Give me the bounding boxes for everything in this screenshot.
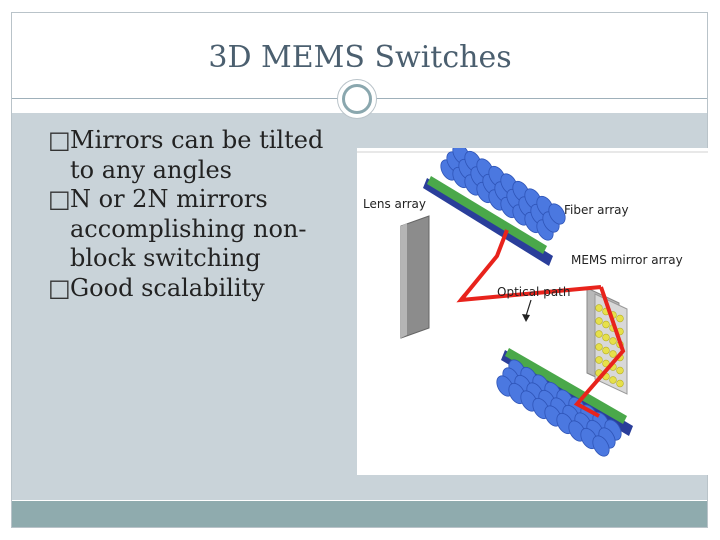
top-fiber-lens-array — [423, 148, 566, 266]
label-fiber-array: Fiber array — [564, 203, 629, 217]
mems-mirror-dot — [595, 304, 603, 312]
mems-mirror-dot — [602, 359, 610, 368]
fiber-strand — [548, 203, 566, 225]
mems-mirror-dot — [616, 366, 624, 375]
bottom-lens-layer — [505, 348, 627, 424]
mems-diagram-svg: Lens array Fiber array MEMS mirror array… — [357, 148, 708, 457]
footer-bar — [12, 501, 707, 527]
bullet-item-2: □ N or 2N mirrors accomplishing non- blo… — [48, 185, 348, 274]
mems-switch-figure: Lens array Fiber array MEMS mirror array… — [357, 148, 708, 475]
bullet-line: block switching — [70, 244, 261, 272]
bullet-item-3: □ Good scalability — [48, 274, 348, 304]
mems-mirror-dot — [616, 379, 624, 388]
optical-path-arrow-icon — [522, 314, 530, 322]
mems-mirror-dot — [616, 314, 624, 323]
bullet-list: □ Mirrors can be tilted to any angles □ … — [48, 126, 348, 303]
bullet-marker-icon: □ — [48, 273, 71, 302]
fiber-strand — [592, 435, 610, 457]
mems-mirror-dot — [609, 350, 617, 358]
divider-circle-ornament — [337, 79, 377, 119]
bullet-line: accomplishing non- — [70, 214, 307, 243]
bullet-marker-icon: □ — [48, 185, 71, 213]
mems-mirror-dot — [602, 346, 610, 355]
optical-path — [456, 229, 626, 418]
mems-mirror-dot — [595, 330, 603, 338]
mems-mirror-dot — [609, 376, 617, 384]
mems-mirror-dot — [595, 356, 603, 364]
bullet-item-1: □ Mirrors can be tilted to any angles — [48, 126, 348, 185]
bullet-line: N or 2N mirrors — [70, 185, 268, 213]
mems-mirror-dot — [595, 343, 603, 351]
mems-mirror-dot — [602, 320, 610, 329]
label-lens-array: Lens array — [363, 197, 426, 211]
mirror-plate-left-edge — [401, 223, 407, 338]
label-optical-path: Optical path — [497, 285, 570, 299]
top-lens-layer — [427, 176, 547, 254]
mems-mirror-dot — [609, 337, 617, 345]
slide-title: 3D MEMS Switches — [208, 40, 512, 75]
bullet-marker-icon: □ — [48, 126, 71, 154]
top-fiber-bundle — [440, 148, 566, 241]
bullet-line: to any angles — [70, 155, 232, 184]
bottom-fiber-bundle — [496, 359, 622, 457]
bottom-fiber-lens-array — [496, 348, 633, 457]
mems-mirror-dot — [602, 333, 610, 342]
circle-ornament-inner — [342, 84, 372, 114]
label-mems-mirror-array: MEMS mirror array — [571, 253, 683, 267]
optical-path-pointer — [525, 299, 532, 317]
bullet-line: Good scalability — [70, 273, 265, 302]
mems-mirror-dot — [595, 317, 603, 325]
bullet-line: Mirrors can be tilted — [70, 126, 324, 154]
